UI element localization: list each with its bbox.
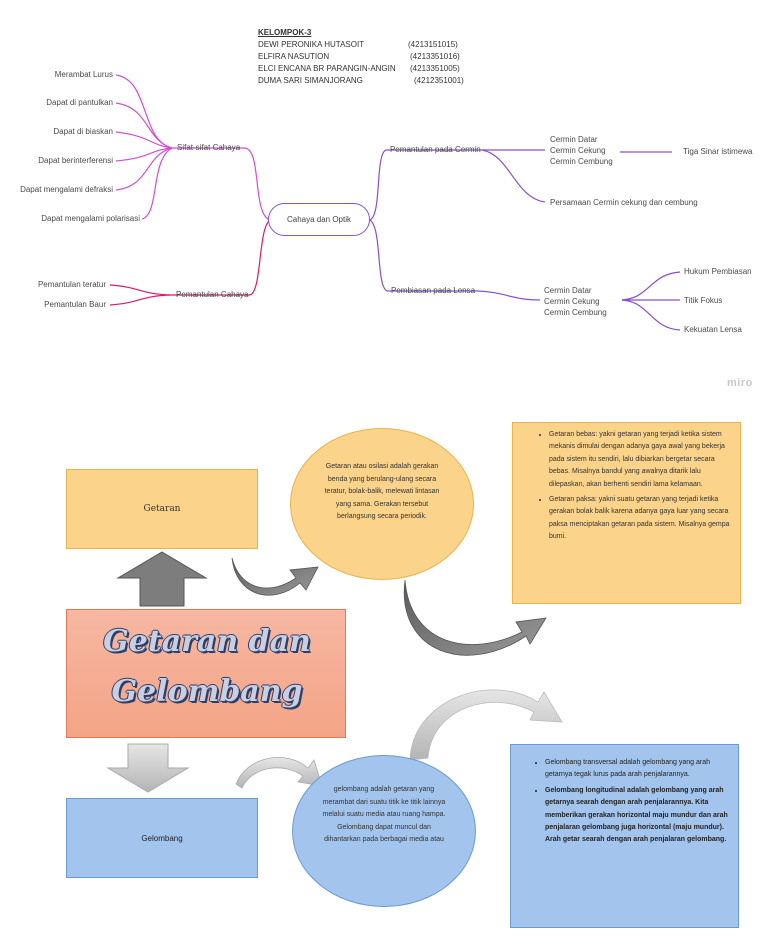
member-name: ELFIRA NASUTION — [258, 52, 330, 61]
pembiasan-lensa-label: Pembiasan pada Lensa — [391, 286, 476, 295]
gelombang-definition-text: gelombang adalah getaran yang merambat d… — [322, 786, 446, 843]
mindmap-connectors — [109, 74, 681, 331]
cermin-item: Cermin Cekung — [550, 146, 606, 155]
poster-title-line1: Getaran dan — [103, 624, 311, 659]
curved-arrow-icon — [409, 689, 563, 761]
gelombang-definition-oval: gelombang adalah getaran yang merambat d… — [292, 755, 476, 907]
sifat-item: Dapat di pantulkan — [46, 98, 113, 107]
gelombang-label: Gelombang — [141, 833, 183, 843]
title-box: Getaran dan Gelombang — [66, 609, 346, 738]
member-nim: (4213351016) — [410, 52, 460, 61]
persamaan-label: Persamaan Cermin cekung dan cembung — [550, 198, 698, 207]
member-name: ELCI ENCANA BR PARANGIN-ANGIN — [258, 64, 396, 73]
pemantulan-branch-label: Pemantulan Cahaya — [176, 290, 249, 299]
lensa-sub-item: Titik Fokus — [684, 296, 723, 305]
curved-arrow-icon — [235, 757, 323, 789]
pemantulan-cermin-label: Pemantulan pada Cermin — [390, 145, 481, 154]
poster-title-line2: Gelombang — [111, 674, 303, 709]
gelombang-types-list: Gelombang transversal adalah gelombang y… — [519, 757, 730, 847]
sifat-connectors — [115, 74, 271, 221]
up-arrow-icon — [116, 551, 208, 607]
sifat-item: Merambat Lurus — [54, 70, 113, 79]
miro-watermark: miro — [727, 377, 753, 389]
getaran-types-list: Getaran bebas: yakni getaran yang terjad… — [523, 429, 730, 544]
member-name: DUMA SARI SIMANJORANG — [258, 76, 363, 85]
getaran-definition-text: Getaran atau osilasi adalah gerakan bend… — [324, 463, 440, 520]
gelombang-box: Gelombang — [66, 798, 258, 878]
list-item: Getaran bebas: yakni getaran yang terjad… — [549, 429, 730, 491]
cermin-item: Cermin Cembung — [550, 157, 613, 166]
tiga-sinar-label: Tiga Sinar istimewa — [683, 147, 753, 156]
member-nim: (4213151015) — [408, 40, 458, 49]
lensa-item: Cermin Datar — [544, 286, 592, 295]
lensa-item: Cermin Cekung — [544, 297, 600, 306]
right-connectors — [369, 149, 681, 331]
sifat-item: Dapat mengalami defraksi — [20, 185, 113, 194]
lensa-sub-item: Kekuatan Lensa — [684, 325, 742, 334]
sifat-branch-label: Sifat-sifat Cahaya — [177, 143, 241, 152]
member-nim: (4212351001) — [414, 76, 464, 85]
member-nim: (4213351005) — [410, 64, 460, 73]
pemantulan-item: Pemantulan Baur — [44, 300, 106, 309]
cermin-item: Cermin Datar — [550, 135, 598, 144]
pemantulan-connectors — [109, 219, 271, 306]
getaran-types-box: Getaran bebas: yakni getaran yang terjad… — [512, 422, 741, 604]
pemantulan-item: Pemantulan teratur — [37, 280, 106, 289]
lensa-item: Cermin Cembung — [544, 308, 607, 317]
sifat-item: Dapat berinterferensi — [38, 156, 113, 165]
gelombang-types-box: Gelombang transversal adalah gelombang y… — [510, 744, 739, 928]
getaran-definition-oval: Getaran atau osilasi adalah gerakan bend… — [290, 428, 474, 580]
list-item: Getaran paksa: yakni suatu getaran yang … — [549, 494, 730, 544]
sifat-item: Dapat di biaskan — [53, 127, 113, 136]
list-item: Gelombang transversal adalah gelombang y… — [545, 757, 730, 782]
poster-arrows — [106, 551, 563, 793]
lensa-sub-item: Hukum Pembiasan — [684, 267, 752, 276]
down-arrow-icon — [106, 743, 190, 793]
member-name: DEWI PERONIKA HUTASOIT — [258, 40, 365, 49]
curved-arrow-icon — [403, 579, 547, 656]
curved-arrow-icon — [231, 557, 319, 596]
getaran-box: Getaran — [66, 469, 258, 549]
sifat-item: Dapat mengalami polarisasi — [41, 214, 140, 223]
central-topic: Cahaya dan Optik — [268, 203, 370, 236]
getaran-label: Getaran — [143, 504, 181, 514]
list-item: Gelombang longitudinal adalah gelombang … — [545, 785, 730, 847]
group-title: KELOMPOK-3 — [258, 28, 312, 37]
